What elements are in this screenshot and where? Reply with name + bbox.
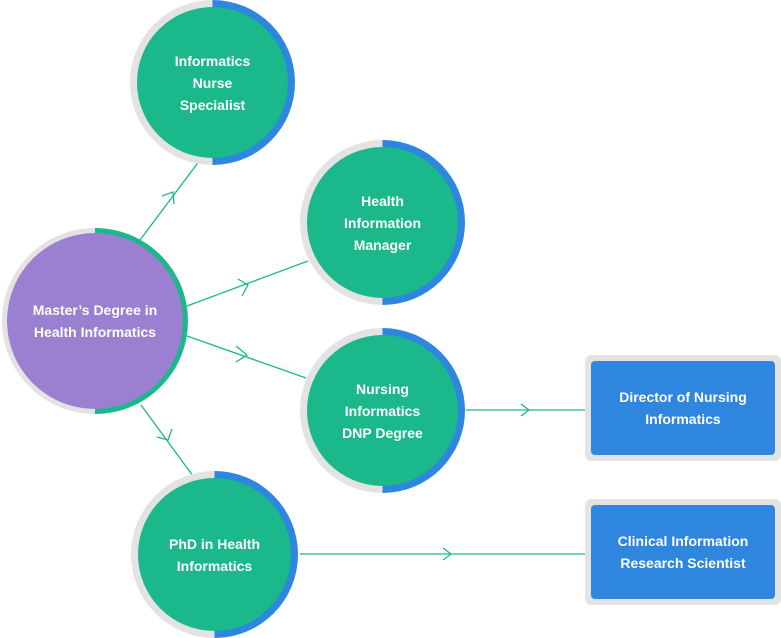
arrowhead — [237, 278, 249, 297]
node-label: Informatics — [176, 557, 253, 574]
connector-masters-to-phd — [140, 404, 194, 477]
box-label: Director of Nursing — [619, 389, 747, 405]
node-label: Health Informatics — [33, 324, 157, 340]
connector-masters-to-nursing-dnp — [186, 335, 307, 379]
masters-degree-node: Master’s Degree in Health Informatics — [2, 228, 188, 414]
node-body: Nursing Informatics DNP Degree — [307, 335, 458, 486]
node-label: Specialist — [179, 96, 246, 113]
node-body: PhD in Health Informatics — [138, 478, 291, 631]
health-information-manager-node: Health Information Manager — [300, 140, 465, 305]
node-label: Nurse — [192, 74, 233, 91]
arrowhead — [235, 345, 249, 363]
arrowhead — [520, 403, 531, 417]
node-label: Manager — [353, 236, 412, 253]
node-label: Nursing — [356, 380, 409, 397]
arrowhead — [161, 191, 175, 205]
informatics-nurse-specialist-node: Informatics Nurse Specialist — [130, 0, 295, 165]
box-body: Clinical Information Research Scientist — [591, 505, 775, 599]
node-label: Health — [361, 192, 404, 209]
node-label: Informatics — [344, 402, 421, 419]
node-label: Informatics — [174, 52, 251, 69]
node-label: Master’s Degree in — [32, 302, 158, 318]
node-label: Information — [344, 214, 421, 231]
node-body: Health Information Manager — [307, 147, 458, 298]
director-of-nursing-informatics-box: Director of Nursing Informatics — [585, 355, 781, 461]
node-label: PhD in Health — [168, 535, 260, 552]
clinical-information-research-scientist-box: Clinical Information Research Scientist — [585, 499, 781, 605]
node-body: Informatics Nurse Specialist — [137, 7, 288, 158]
connector-masters-to-health-info-manager — [186, 260, 309, 307]
node-body: Master’s Degree in Health Informatics — [7, 233, 183, 409]
box-label: Informatics — [645, 411, 721, 427]
box-label: Clinical Information — [617, 533, 749, 549]
nursing-informatics-dnp-node: Nursing Informatics DNP Degree — [300, 328, 465, 493]
arrowhead — [156, 428, 173, 441]
box-label: Research Scientist — [620, 555, 746, 571]
phd-health-informatics-node: PhD in Health Informatics — [131, 471, 298, 638]
connector-masters-to-nurse-specialist — [139, 159, 201, 241]
arrowhead — [442, 547, 453, 561]
node-label: DNP Degree — [342, 424, 423, 441]
box-body: Director of Nursing Informatics — [591, 361, 775, 455]
